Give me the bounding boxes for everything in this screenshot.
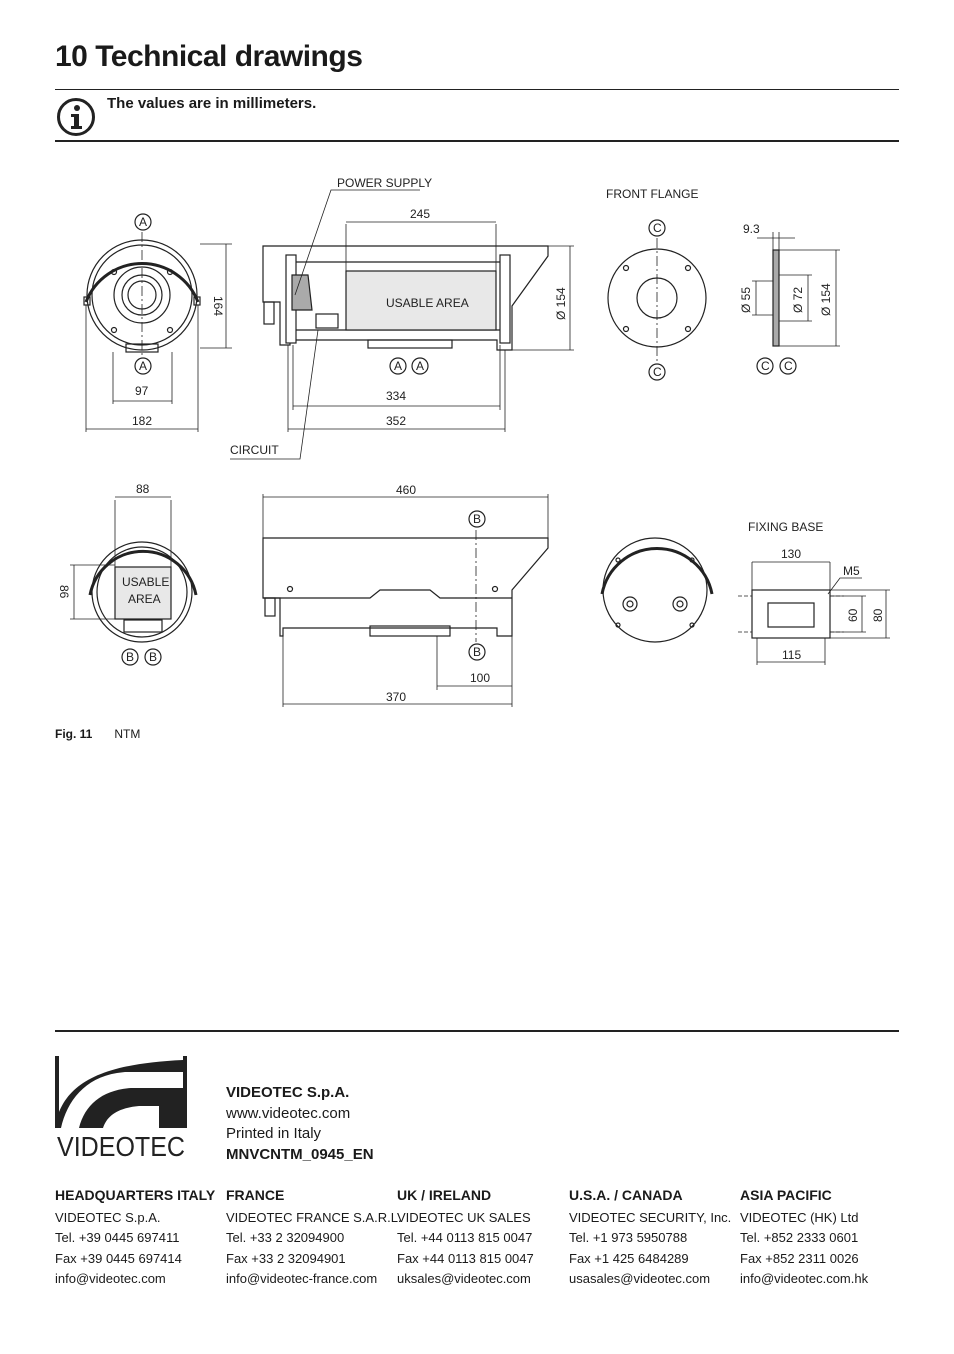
section-a-bottom: A (139, 359, 147, 373)
office-heading: U.S.A. / CANADA (569, 1187, 683, 1203)
office-item: ASIA PACIFIC VIDEOTEC (HK) Ltd Tel. +852… (740, 1185, 868, 1290)
office-item: HEADQUARTERS ITALY VIDEOTEC S.p.A. Tel. … (55, 1185, 215, 1290)
dim-9-3: 9.3 (743, 222, 760, 236)
office-heading: UK / IRELAND (397, 1187, 492, 1203)
videotec-logo: VIDEOTEC (55, 1056, 187, 1160)
dim-164: 164 (211, 296, 225, 316)
office-email[interactable]: info@videotec.com (55, 1271, 166, 1286)
office-item: FRANCE VIDEOTEC FRANCE S.A.R.L. Tel. +33… (226, 1185, 402, 1290)
dim-60: 60 (846, 608, 860, 622)
office-heading: FRANCE (226, 1187, 285, 1203)
section-c-bottom: C (653, 365, 662, 379)
office-name: VIDEOTEC UK SALES (397, 1209, 531, 1225)
office-email[interactable]: uksales@videotec.com (397, 1271, 531, 1286)
office-name: VIDEOTEC (HK) Ltd (740, 1209, 859, 1225)
label-usable: USABLE (122, 575, 169, 589)
section-b-left: B (126, 650, 134, 664)
office-tel: Tel. +1 973 5950788 (569, 1230, 688, 1245)
front-view-a (83, 213, 232, 432)
figure-number: Fig. 11 (55, 727, 93, 741)
dim-460: 460 (396, 483, 416, 497)
section-b-right: B (149, 650, 157, 664)
side-view-b (262, 494, 549, 707)
company-website[interactable]: www.videotec.com (226, 1104, 351, 1122)
section-c-left: C (761, 359, 770, 373)
dim-72: Ø 72 (791, 287, 805, 313)
dim-182: 182 (132, 414, 152, 428)
side-section-a (230, 189, 574, 460)
figure-text: NTM (114, 727, 141, 741)
company-block: VIDEOTEC S.p.A. www.videotec.com Printed… (226, 1083, 374, 1165)
dim-334: 334 (386, 389, 406, 403)
office-name: VIDEOTEC SECURITY, Inc. (569, 1209, 732, 1225)
office-email[interactable]: info@videotec-france.com (226, 1271, 378, 1286)
page-title: 10 Technical drawings (55, 40, 363, 73)
dim-97: 97 (135, 384, 149, 398)
dim-80: 80 (871, 608, 885, 622)
units-note: The values are in millimeters. (107, 95, 317, 112)
office-tel: Tel. +33 2 32094900 (226, 1230, 345, 1245)
doc-code: MNVCNTM_0945_EN (226, 1145, 374, 1163)
label-fixing-base: FIXING BASE (748, 520, 823, 534)
office-fax: Fax +852 2311 0026 (740, 1250, 859, 1266)
label-m5: M5 (843, 564, 860, 578)
figure-caption: Fig. 11 NTM (55, 727, 140, 741)
office-name: VIDEOTEC S.p.A. (55, 1209, 161, 1225)
dim-154: Ø 154 (554, 287, 568, 320)
section-a-top: A (139, 215, 147, 229)
top-rule (55, 89, 899, 90)
dim-352: 352 (386, 414, 406, 428)
svg-text:VIDEOTEC: VIDEOTEC (57, 1131, 185, 1160)
note-rule (55, 140, 899, 142)
office-fax: Fax +33 2 32094901 (226, 1250, 346, 1266)
office-heading: ASIA PACIFIC (740, 1187, 832, 1203)
dim-245: 245 (410, 207, 430, 221)
dim-86: 86 (57, 585, 71, 599)
dim-370: 370 (386, 690, 406, 704)
office-name: VIDEOTEC FRANCE S.A.R.L. (226, 1209, 402, 1225)
dim-154b: Ø 154 (819, 283, 833, 316)
section-b-bottom: B (473, 645, 481, 659)
printed-in: Printed in Italy (226, 1125, 322, 1142)
office-tel: Tel. +852 2333 0601 (740, 1230, 859, 1245)
label-power-supply: POWER SUPPLY (337, 176, 432, 190)
info-icon (57, 98, 95, 136)
label-usable-area: USABLE AREA (386, 296, 469, 310)
footer-rule (55, 1030, 899, 1032)
front-view-b (70, 496, 198, 666)
office-tel: Tel. +44 0113 815 0047 (397, 1230, 533, 1245)
section-a-left: A (394, 359, 402, 373)
front-flange (607, 219, 840, 381)
technical-drawing: POWER SUPPLY FRONT FLANGE CIRCUIT USABLE… (57, 176, 890, 707)
rear-view (600, 537, 714, 643)
office-email[interactable]: info@videotec.com.hk (740, 1271, 869, 1286)
fixing-base (738, 561, 890, 665)
office-item: UK / IRELAND VIDEOTEC UK SALES Tel. +44 … (397, 1185, 534, 1290)
label-front-flange: FRONT FLANGE (606, 187, 698, 201)
label-area: AREA (128, 592, 161, 606)
label-circuit: CIRCUIT (230, 443, 279, 457)
dim-115: 115 (782, 648, 801, 662)
office-fax: Fax +1 425 6484289 (569, 1250, 689, 1266)
section-c-right: C (784, 359, 793, 373)
dim-55: Ø 55 (739, 287, 753, 313)
office-fax: Fax +44 0113 815 0047 (397, 1250, 534, 1266)
section-a-right: A (416, 359, 424, 373)
dim-100: 100 (470, 671, 490, 685)
section-b-top: B (473, 512, 481, 526)
office-heading: HEADQUARTERS ITALY (55, 1187, 216, 1203)
office-tel: Tel. +39 0445 697411 (55, 1230, 180, 1245)
dim-88: 88 (136, 482, 150, 496)
office-item: U.S.A. / CANADA VIDEOTEC SECURITY, Inc. … (569, 1185, 731, 1290)
office-fax: Fax +39 0445 697414 (55, 1250, 182, 1266)
company-name: VIDEOTEC S.p.A. (226, 1084, 350, 1101)
section-c-top: C (653, 221, 662, 235)
dim-130: 130 (781, 547, 801, 561)
office-email[interactable]: usasales@videotec.com (569, 1271, 711, 1286)
